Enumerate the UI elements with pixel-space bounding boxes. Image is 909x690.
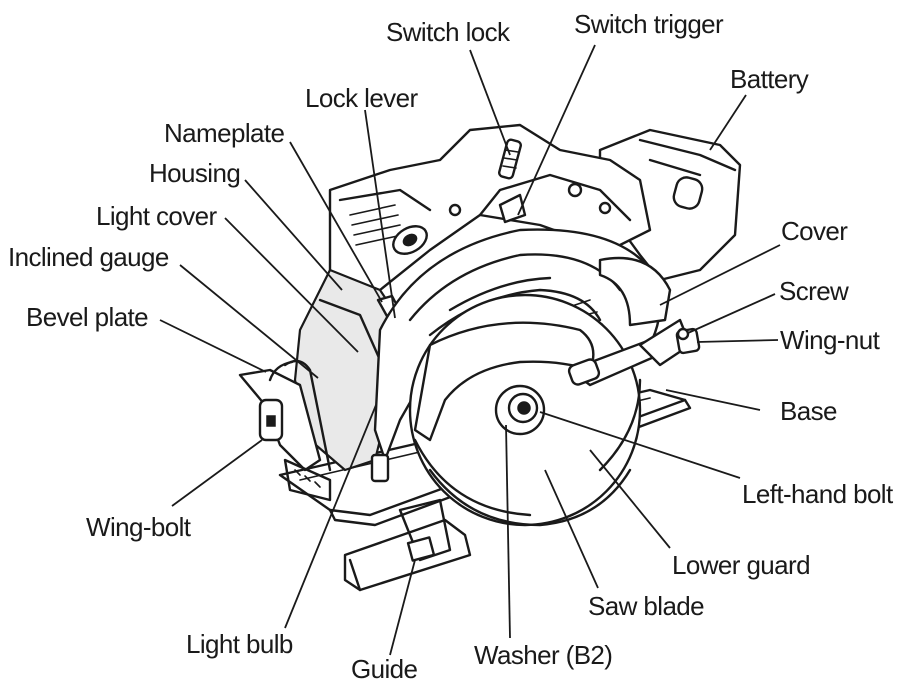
label-light-cover: Light cover: [96, 201, 217, 231]
label-wing-bolt: Wing-bolt: [86, 512, 191, 542]
label-guide: Guide: [351, 654, 418, 684]
label-switch-lock: Switch lock: [386, 17, 510, 47]
label-left-hand-bolt: Left-hand bolt: [742, 479, 893, 509]
label-cover: Cover: [781, 216, 848, 246]
label-lock-lever: Lock lever: [305, 83, 418, 113]
label-wing-nut: Wing-nut: [780, 325, 880, 355]
label-bevel-plate: Bevel plate: [26, 302, 149, 332]
label-battery: Battery: [730, 64, 809, 94]
label-saw-blade: Saw blade: [588, 591, 705, 621]
label-washer-b2: Washer (B2): [474, 640, 613, 670]
label-lower-guard: Lower guard: [672, 550, 811, 580]
label-base: Base: [780, 396, 837, 426]
label-screw: Screw: [779, 276, 849, 306]
label-switch-trigger: Switch trigger: [574, 9, 724, 39]
leader-lines: [159, 44, 781, 656]
label-housing: Housing: [149, 158, 241, 188]
label-inclined-gauge: Inclined gauge: [8, 242, 169, 272]
label-light-bulb: Light bulb: [186, 629, 293, 659]
label-nameplate: Nameplate: [164, 118, 285, 148]
